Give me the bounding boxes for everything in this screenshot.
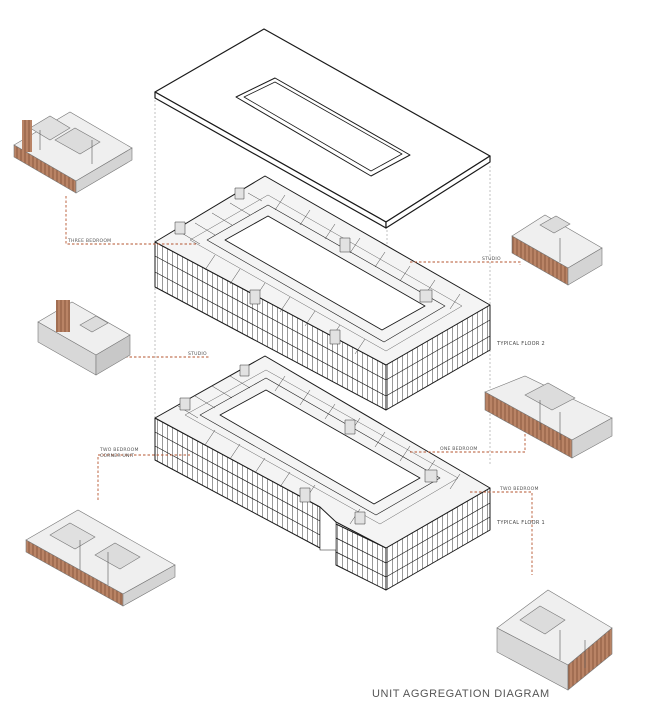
leader-one-bedroom (410, 430, 526, 453)
unit-vignette-two-bedroom-right (496, 589, 613, 691)
unit-labels: THREE BEDROOM STUDIO STUDIO TWO BEDROOM … (67, 238, 545, 526)
label-two-bedroom-left-sub: CORNER UNIT (100, 453, 134, 459)
label-one-bedroom: ONE BEDROOM (440, 446, 478, 452)
label-studio-upper: STUDIO (482, 256, 501, 262)
label-two-bedroom-left: TWO BEDROOM (99, 447, 139, 453)
unit-vignette-one-bedroom (484, 375, 613, 459)
label-three-bedroom: THREE BEDROOM (67, 238, 111, 244)
roof-slab (154, 28, 491, 229)
label-two-bedroom-right: TWO BEDROOM (499, 486, 539, 492)
label-typical-floor-2: TYPICAL FLOOR 2 (496, 341, 545, 347)
unit-vignette-three-bedroom (13, 111, 133, 194)
typical-floor-1 (154, 355, 491, 591)
leader-two-bedroom-left (97, 454, 190, 500)
leader-studio-upper (410, 261, 521, 265)
typical-floor-2 (154, 175, 491, 411)
leader-three-bedroom (65, 196, 198, 245)
unit-vignette-studio-lower (37, 300, 131, 376)
unit-vignette-studio-upper (511, 214, 603, 286)
leader-two-bedroom-right (470, 491, 533, 575)
unit-vignette-two-bedroom-left (25, 509, 176, 607)
label-typical-floor-1: TYPICAL FLOOR 1 (496, 520, 545, 526)
label-studio-lower: STUDIO (188, 351, 207, 357)
diagram-title: UNIT AGGREGATION DIAGRAM (372, 688, 550, 700)
